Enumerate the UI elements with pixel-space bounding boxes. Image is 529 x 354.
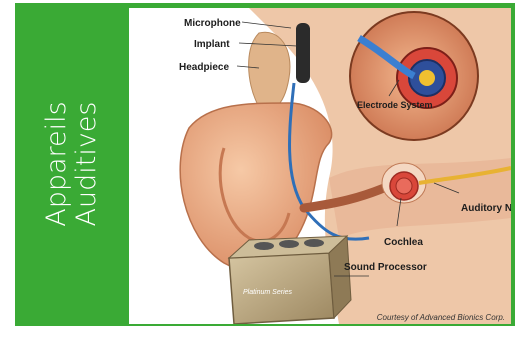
label-microphone: Microphone <box>184 18 241 29</box>
side-title-line2: Auditives <box>72 101 102 226</box>
side-title-text: Appareils Auditives <box>42 101 102 226</box>
sound-processor-device <box>229 236 351 324</box>
label-headpiece: Headpiece <box>179 62 229 73</box>
credit-text: Courtesy of Advanced Bionics Corp. <box>377 313 505 322</box>
label-sound-processor: Sound Processor <box>344 262 427 273</box>
illustration-panel: Platinum Series Microphone Implant Headp… <box>129 8 511 324</box>
label-electrode-system: Electrode System <box>357 100 433 110</box>
cochlear-implant-diagram: Platinum Series Microphone Implant Headp… <box>129 8 511 324</box>
green-frame: Appareils Auditives <box>15 3 515 326</box>
implant-shape <box>296 23 310 83</box>
label-auditory-nerve: Auditory Nerve <box>461 203 511 214</box>
inset-nerve-core <box>419 70 435 86</box>
side-title-line1: Appareils <box>42 101 72 226</box>
cochlea-inner <box>396 178 412 194</box>
side-title: Appareils Auditives <box>15 3 129 326</box>
label-cochlea: Cochlea <box>384 237 423 248</box>
label-implant: Implant <box>194 39 230 50</box>
processor-brand-text: Platinum Series <box>243 289 293 296</box>
